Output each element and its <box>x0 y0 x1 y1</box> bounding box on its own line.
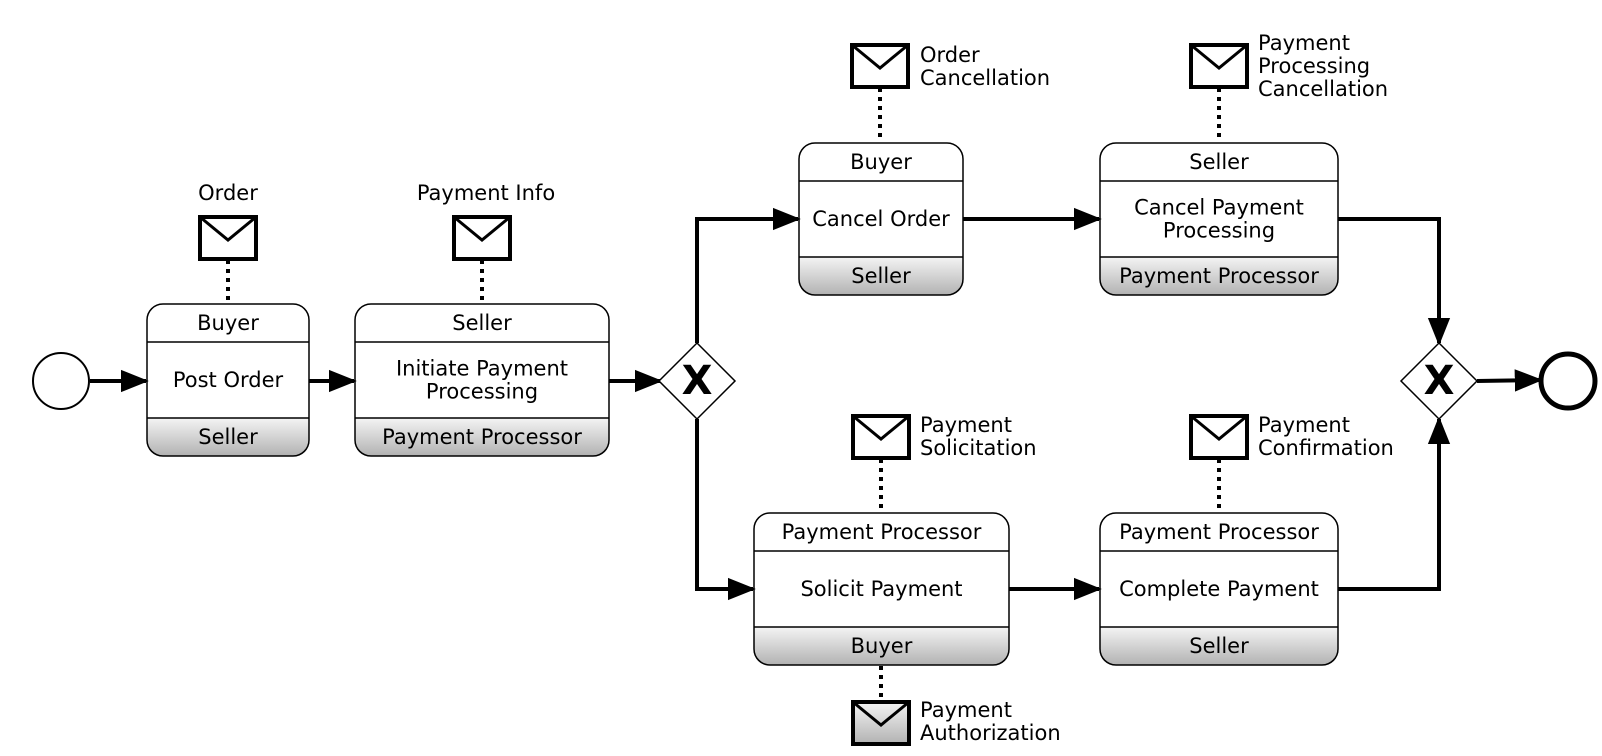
task-participant: Seller <box>198 425 258 449</box>
task-initiator: Seller <box>452 311 512 335</box>
message-associations <box>226 88 1221 702</box>
participant-band <box>1100 257 1338 295</box>
envelope-flap <box>851 43 909 70</box>
task-initiator: Seller <box>1189 150 1249 174</box>
join-gateway: X <box>1399 341 1479 421</box>
task-outline <box>146 303 310 457</box>
task-name: Processing <box>426 380 538 404</box>
message-label: Order <box>920 43 980 67</box>
end-event <box>1538 351 1598 411</box>
participant-band <box>799 257 963 295</box>
sequence-flows <box>90 207 1543 601</box>
flow-split-to-cancel-order <box>695 207 801 343</box>
gateway-diamond <box>657 341 737 421</box>
message-label: Payment Info <box>417 181 555 205</box>
envelope-flap <box>453 215 511 242</box>
envelope-flap <box>1190 414 1248 441</box>
task-initiator: Buyer <box>850 150 912 174</box>
split-gateway: X <box>657 341 737 421</box>
participant-band <box>355 418 609 456</box>
gateway-diamond <box>1399 341 1479 421</box>
task-name: Initiate Payment <box>396 357 568 381</box>
flow-join-to-end <box>1476 369 1543 392</box>
message-label: Payment <box>1258 413 1350 437</box>
message-label: Confirmation <box>1258 436 1394 460</box>
task-name: Cancel Payment <box>1134 196 1304 220</box>
message-label: Processing <box>1258 54 1370 78</box>
task-outline <box>1099 512 1339 666</box>
message-label: Payment <box>1258 31 1350 55</box>
task-name: Post Order <box>173 368 284 392</box>
message-order: Order <box>198 181 258 261</box>
task-outline <box>1099 142 1339 296</box>
envelope-flap <box>1190 43 1248 70</box>
task-name: Cancel Order <box>812 207 950 231</box>
message-label: Authorization <box>920 721 1061 745</box>
task-participant: Seller <box>1189 634 1249 658</box>
task-outline <box>354 303 610 457</box>
task-name: Complete Payment <box>1119 577 1319 601</box>
gateway-marker: X <box>1424 358 1455 404</box>
message-label: Payment <box>920 698 1012 722</box>
task-initiator: Payment Processor <box>782 520 982 544</box>
task-participant: Payment Processor <box>1119 264 1319 288</box>
envelope-flap <box>852 414 910 441</box>
message-label: Order <box>198 181 258 205</box>
task-name: Solicit Payment <box>800 577 962 601</box>
task-initiator: Buyer <box>197 311 259 335</box>
participant-band <box>1100 627 1338 665</box>
participant-band <box>754 627 1009 665</box>
task-name: Processing <box>1163 219 1275 243</box>
flow-cancel-pay-to-join <box>1338 217 1451 346</box>
message-label: Cancellation <box>920 66 1050 90</box>
flow-complete-to-join <box>1338 416 1451 591</box>
task-outline <box>753 512 1010 666</box>
message-label: Payment <box>920 413 1012 437</box>
task-initiator: Payment Processor <box>1119 520 1319 544</box>
task-participant: Payment Processor <box>382 425 582 449</box>
task-participant: Seller <box>851 264 911 288</box>
message-label: Solicitation <box>920 436 1037 460</box>
envelope-flap <box>199 215 257 242</box>
task-outline <box>798 142 964 296</box>
flow-split-to-solicit-payment <box>695 419 756 601</box>
message-label: Cancellation <box>1258 77 1388 101</box>
participant-band <box>147 418 309 456</box>
envelope-flap <box>852 700 910 727</box>
message-payment-info: Payment Info <box>417 181 555 261</box>
gateway-marker: X <box>682 358 713 404</box>
task-participant: Buyer <box>851 634 913 658</box>
start-event <box>32 352 90 410</box>
